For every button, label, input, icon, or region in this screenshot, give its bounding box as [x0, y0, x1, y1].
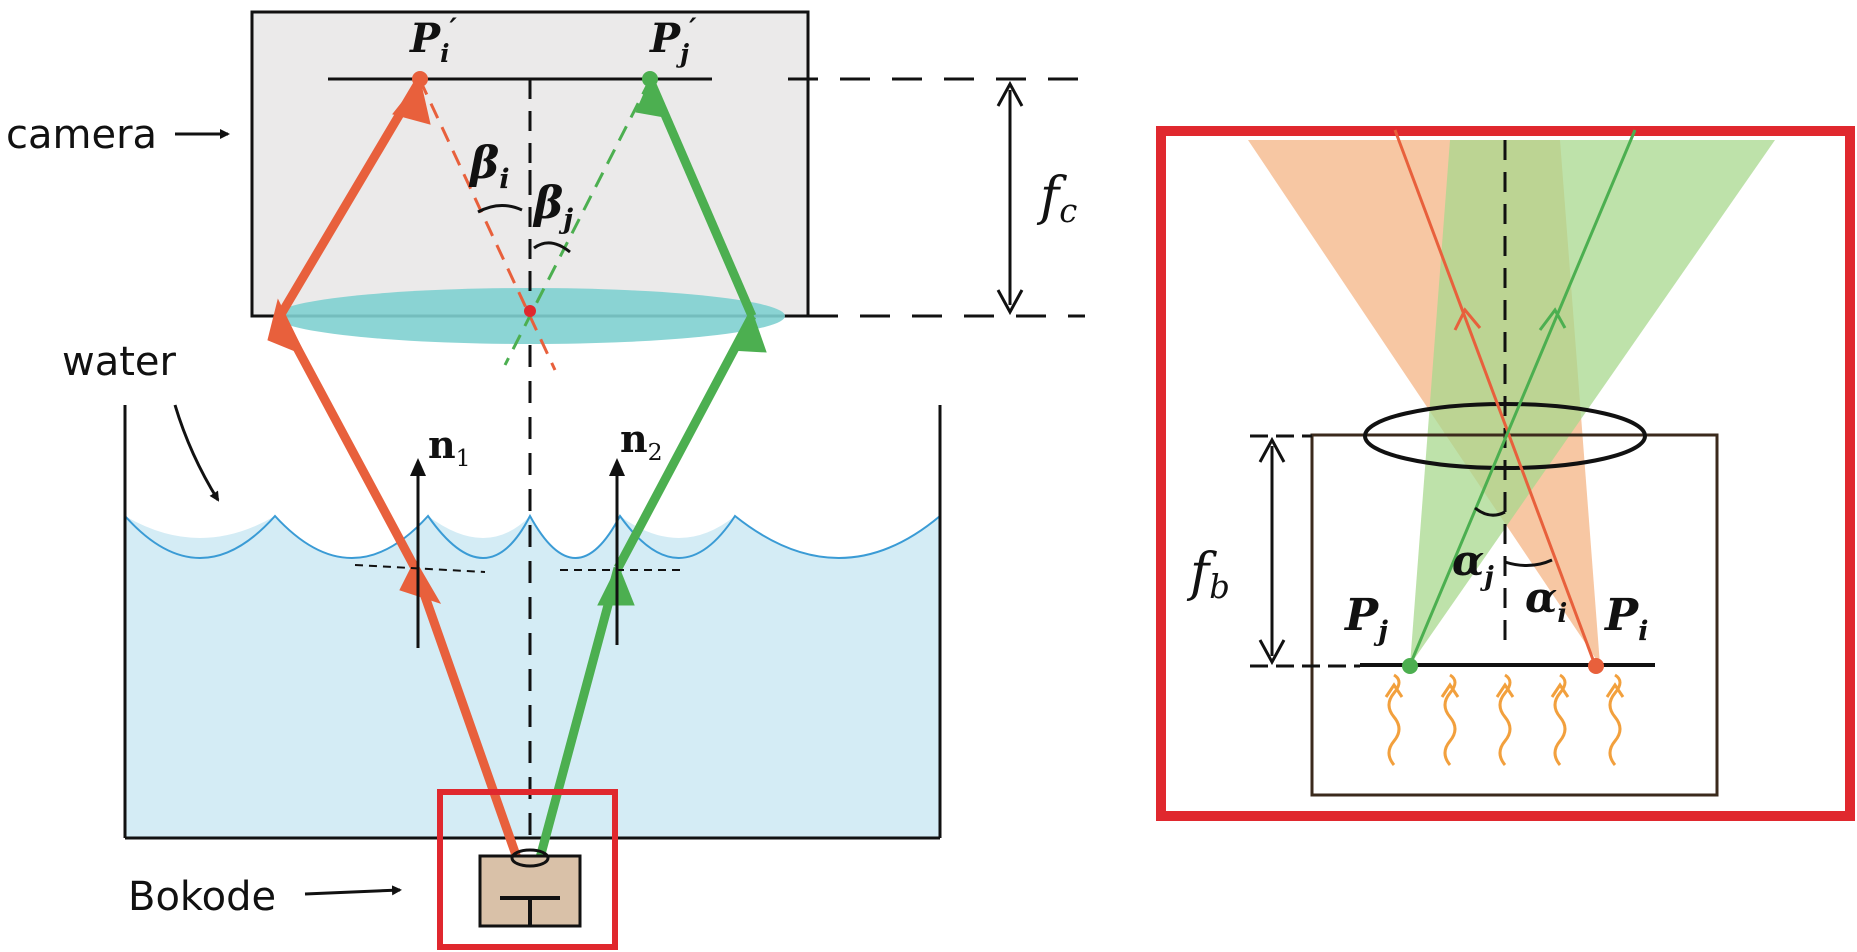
label-water: water	[62, 339, 177, 385]
beta-i-arc	[477, 204, 523, 214]
label-n2: n2	[620, 416, 663, 466]
bokode-inset-marker	[437, 789, 618, 950]
point-p-j	[1402, 658, 1418, 674]
label-p-j: Pj	[1343, 590, 1388, 647]
alpha-i-arc	[1504, 558, 1553, 567]
inset-bokode-body	[1310, 433, 1719, 797]
point-p-i-prime	[412, 71, 428, 87]
ray-j	[503, 78, 767, 897]
label-alpha-i: αi	[1525, 573, 1567, 629]
label-bokode: Bokode	[128, 874, 276, 920]
label-camera: camera	[6, 112, 157, 158]
label-p-i: Pi	[1603, 590, 1648, 647]
inset-ray-i	[1393, 129, 1597, 666]
point-p-j-prime	[642, 71, 658, 87]
label-fc: fc	[1036, 167, 1077, 230]
label-fb: fb	[1186, 543, 1230, 606]
focal-length-bokode-dimension	[1250, 434, 1360, 668]
label-p-i-prime: Pi′	[409, 12, 458, 68]
label-alpha-j: αj	[1452, 536, 1494, 592]
alpha-j-arc	[1474, 506, 1506, 517]
inset-lens	[1363, 402, 1647, 470]
label-beta-i: βi	[468, 138, 510, 195]
bokode-device	[478, 848, 582, 928]
beta-j-arc	[533, 241, 571, 254]
normal-n2	[560, 458, 680, 645]
water-pointer-arrow	[173, 404, 220, 502]
bokode-pointer-arrow	[304, 885, 402, 896]
lens-center	[524, 305, 536, 317]
label-beta-j: βj	[532, 178, 573, 235]
focal-length-camera-dimension	[788, 77, 1085, 318]
water-tank	[123, 405, 942, 840]
ray-i	[267, 77, 557, 897]
label-n1: n1	[428, 422, 471, 472]
cone-j	[1410, 140, 1775, 665]
point-p-i	[1588, 658, 1604, 674]
normal-n1	[354, 458, 486, 648]
backlight-waves	[1384, 673, 1625, 766]
label-p-j-prime: Pj′	[649, 12, 697, 68]
inset-ray-j	[1408, 129, 1637, 666]
